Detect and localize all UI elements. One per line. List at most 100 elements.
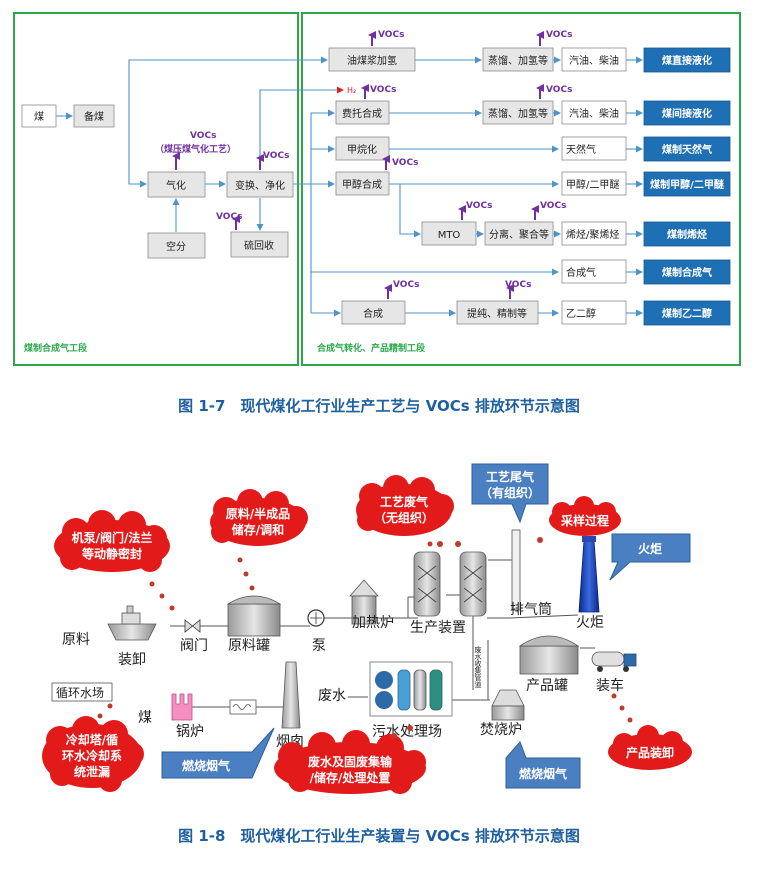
cloud-sampling: 采样过程: [549, 496, 621, 536]
voc-emission-ft: VOCs: [361, 84, 396, 99]
conversion-section-label: 合成气转化、产品精制工段: [317, 342, 426, 354]
voc-emission-mto: VOCs: [458, 201, 492, 220]
label-boiler: 锅炉: [176, 724, 204, 740]
raw-material-tank: [226, 595, 282, 637]
unloading-ship: [107, 605, 157, 641]
callout-flue-gas-boiler: 燃烧烟气: [161, 727, 275, 779]
cloud-process-gas: 工艺废气 （无组织）: [356, 475, 454, 536]
svg-text:甲醇合成: 甲醇合成: [342, 178, 382, 191]
output-coal-to-syngas: 煤制合成气: [643, 259, 731, 285]
svg-text:VOCs: VOCs: [392, 158, 418, 168]
svg-text:VOCs: VOCs: [466, 201, 492, 211]
svg-text:（有组织）: （有组织）: [480, 485, 540, 500]
figure-1-7-caption: 图 1-7 现代煤化工行业生产工艺与 VOCs 排放环节示意图: [178, 397, 580, 415]
h2-label: H₂: [347, 86, 356, 95]
node-slurry-hydro: 油煤浆加氢: [328, 47, 416, 72]
svg-text:分离、聚合等: 分离、聚合等: [489, 228, 549, 241]
label-flare: 火炬: [576, 615, 604, 631]
label-wastewater-pipe: 废水收集管道: [474, 645, 482, 689]
svg-text:煤制天然气: 煤制天然气: [662, 143, 712, 156]
arrow-to-ft: [310, 109, 335, 184]
svg-text:环水冷却系: 环水冷却系: [62, 748, 122, 763]
label-cooling-water: 循环水场: [56, 686, 104, 700]
node-sulfur-recovery: 硫回收: [230, 231, 289, 258]
svg-text:VOCs: VOCs: [370, 85, 396, 95]
heater-icon: [349, 579, 379, 625]
label-raw-tank: 原料罐: [228, 638, 270, 654]
svg-text:煤制甲醇/二甲醚: 煤制甲醇/二甲醚: [650, 178, 725, 191]
svg-text:乙二醇: 乙二醇: [566, 307, 596, 320]
svg-text:冷却塔/循: 冷却塔/循: [66, 732, 118, 747]
conversion-section-frame: [301, 12, 741, 366]
output-coal-to-methanol: 煤制甲醇/二甲醚: [643, 171, 731, 197]
svg-text:甲烷化: 甲烷化: [347, 143, 377, 156]
svg-text:等动静密封: 等动静密封: [81, 546, 142, 561]
svg-text:/储存/处理处置: /储存/处理处置: [310, 770, 391, 785]
svg-text:VOCs: VOCs: [263, 151, 289, 161]
svg-text:采样过程: 采样过程: [560, 513, 609, 528]
svg-text:天然气: 天然气: [566, 143, 596, 156]
svg-text:工艺废气: 工艺废气: [380, 494, 428, 509]
voc-emission-gasify: VOCs （煤压煤气化工艺）: [155, 131, 236, 170]
production-columns: [413, 551, 487, 617]
label-wastewater: 废水: [318, 688, 346, 704]
syngas-section-label: 煤制合成气工段: [24, 342, 88, 354]
incinerator-icon: [491, 689, 525, 721]
svg-text:产品装卸: 产品装卸: [626, 745, 674, 760]
svg-text:废水及固废集输: 废水及固废集输: [308, 754, 393, 769]
output-indirect-liquefaction: 煤间接液化: [643, 100, 731, 126]
pump-icon: [307, 609, 325, 627]
svg-text:汽油、柴油: 汽油、柴油: [569, 107, 619, 120]
svg-text:硫回收: 硫回收: [244, 239, 274, 252]
svg-text:煤制乙二醇: 煤制乙二醇: [662, 307, 712, 320]
svg-text:气化: 气化: [166, 179, 186, 192]
product-ethylene-glycol: 乙二醇: [561, 300, 627, 325]
cloud-storage: 原料/半成品 储存/调和: [210, 489, 308, 546]
equipment-diagram: 原料 装卸 阀门 原料罐 泵 加热炉: [42, 463, 692, 845]
svg-text:变换、净化: 变换、净化: [235, 179, 285, 192]
process-flow-diagram: 煤制合成气工段 合成气转化、产品精制工段 H₂: [13, 12, 741, 415]
node-mto: MTO: [421, 221, 477, 246]
svg-text:VOCs: VOCs: [540, 201, 566, 211]
product-gasoline-diesel-1: 汽油、柴油: [561, 47, 627, 72]
wastewater-plant: [369, 661, 453, 717]
cloud-cooling-leak: 冷却塔/循 环水冷却系 统泄漏: [42, 716, 144, 792]
svg-text:MTO: MTO: [438, 230, 461, 241]
syngas-section-frame: [13, 12, 299, 366]
emission-dots: [97, 537, 633, 739]
svg-text:煤间接液化: 煤间接液化: [662, 107, 712, 120]
node-synthesis: 合成: [341, 300, 406, 325]
svg-text:煤制烯烃: 煤制烯烃: [667, 228, 707, 241]
svg-text:煤: 煤: [34, 110, 44, 123]
h2-line: [259, 86, 344, 170]
voc-emission-sulfur: VOCs: [216, 212, 242, 230]
node-coal: 煤: [21, 104, 57, 128]
output-coal-to-olefins: 煤制烯烃: [643, 221, 731, 247]
svg-text:燃烧烟气: 燃烧烟气: [182, 758, 230, 773]
svg-text:油煤浆加氢: 油煤浆加氢: [347, 54, 397, 67]
voc-emission-methanol: VOCs: [382, 155, 418, 170]
flare-tower: [578, 536, 600, 613]
output-direct-liquefaction: 煤直接液化: [643, 47, 731, 73]
label-coal: 煤: [138, 710, 152, 726]
label-exhaust-stack: 排气筒: [510, 601, 552, 618]
callout-tail-gas: 工艺尾气 （有组织）: [471, 463, 549, 524]
product-methanol-dme: 甲醇/二甲醚: [561, 171, 627, 196]
svg-text:煤直接液化: 煤直接液化: [662, 54, 712, 67]
node-distill-hydro-1: 蒸馏、加氢等: [482, 47, 554, 72]
voc-emission-synth: VOCs: [384, 280, 419, 299]
node-shift-purify: 变换、净化: [226, 171, 294, 198]
product-tank: [518, 635, 580, 675]
svg-text:统泄漏: 统泄漏: [74, 764, 110, 779]
voc-emission-slurry: VOCs: [368, 30, 404, 46]
svg-text:备煤: 备煤: [84, 110, 104, 123]
product-gasoline-diesel-2: 汽油、柴油: [561, 100, 627, 125]
node-coal-prep: 备煤: [73, 104, 115, 128]
svg-text:VOCs: VOCs: [546, 85, 572, 95]
output-coal-to-ng: 煤制天然气: [643, 136, 731, 162]
label-loading: 装车: [596, 677, 624, 694]
chimney-icon: [281, 661, 301, 729]
svg-text:VOCs: VOCs: [546, 30, 572, 40]
svg-text:燃烧烟气: 燃烧烟气: [519, 766, 567, 781]
